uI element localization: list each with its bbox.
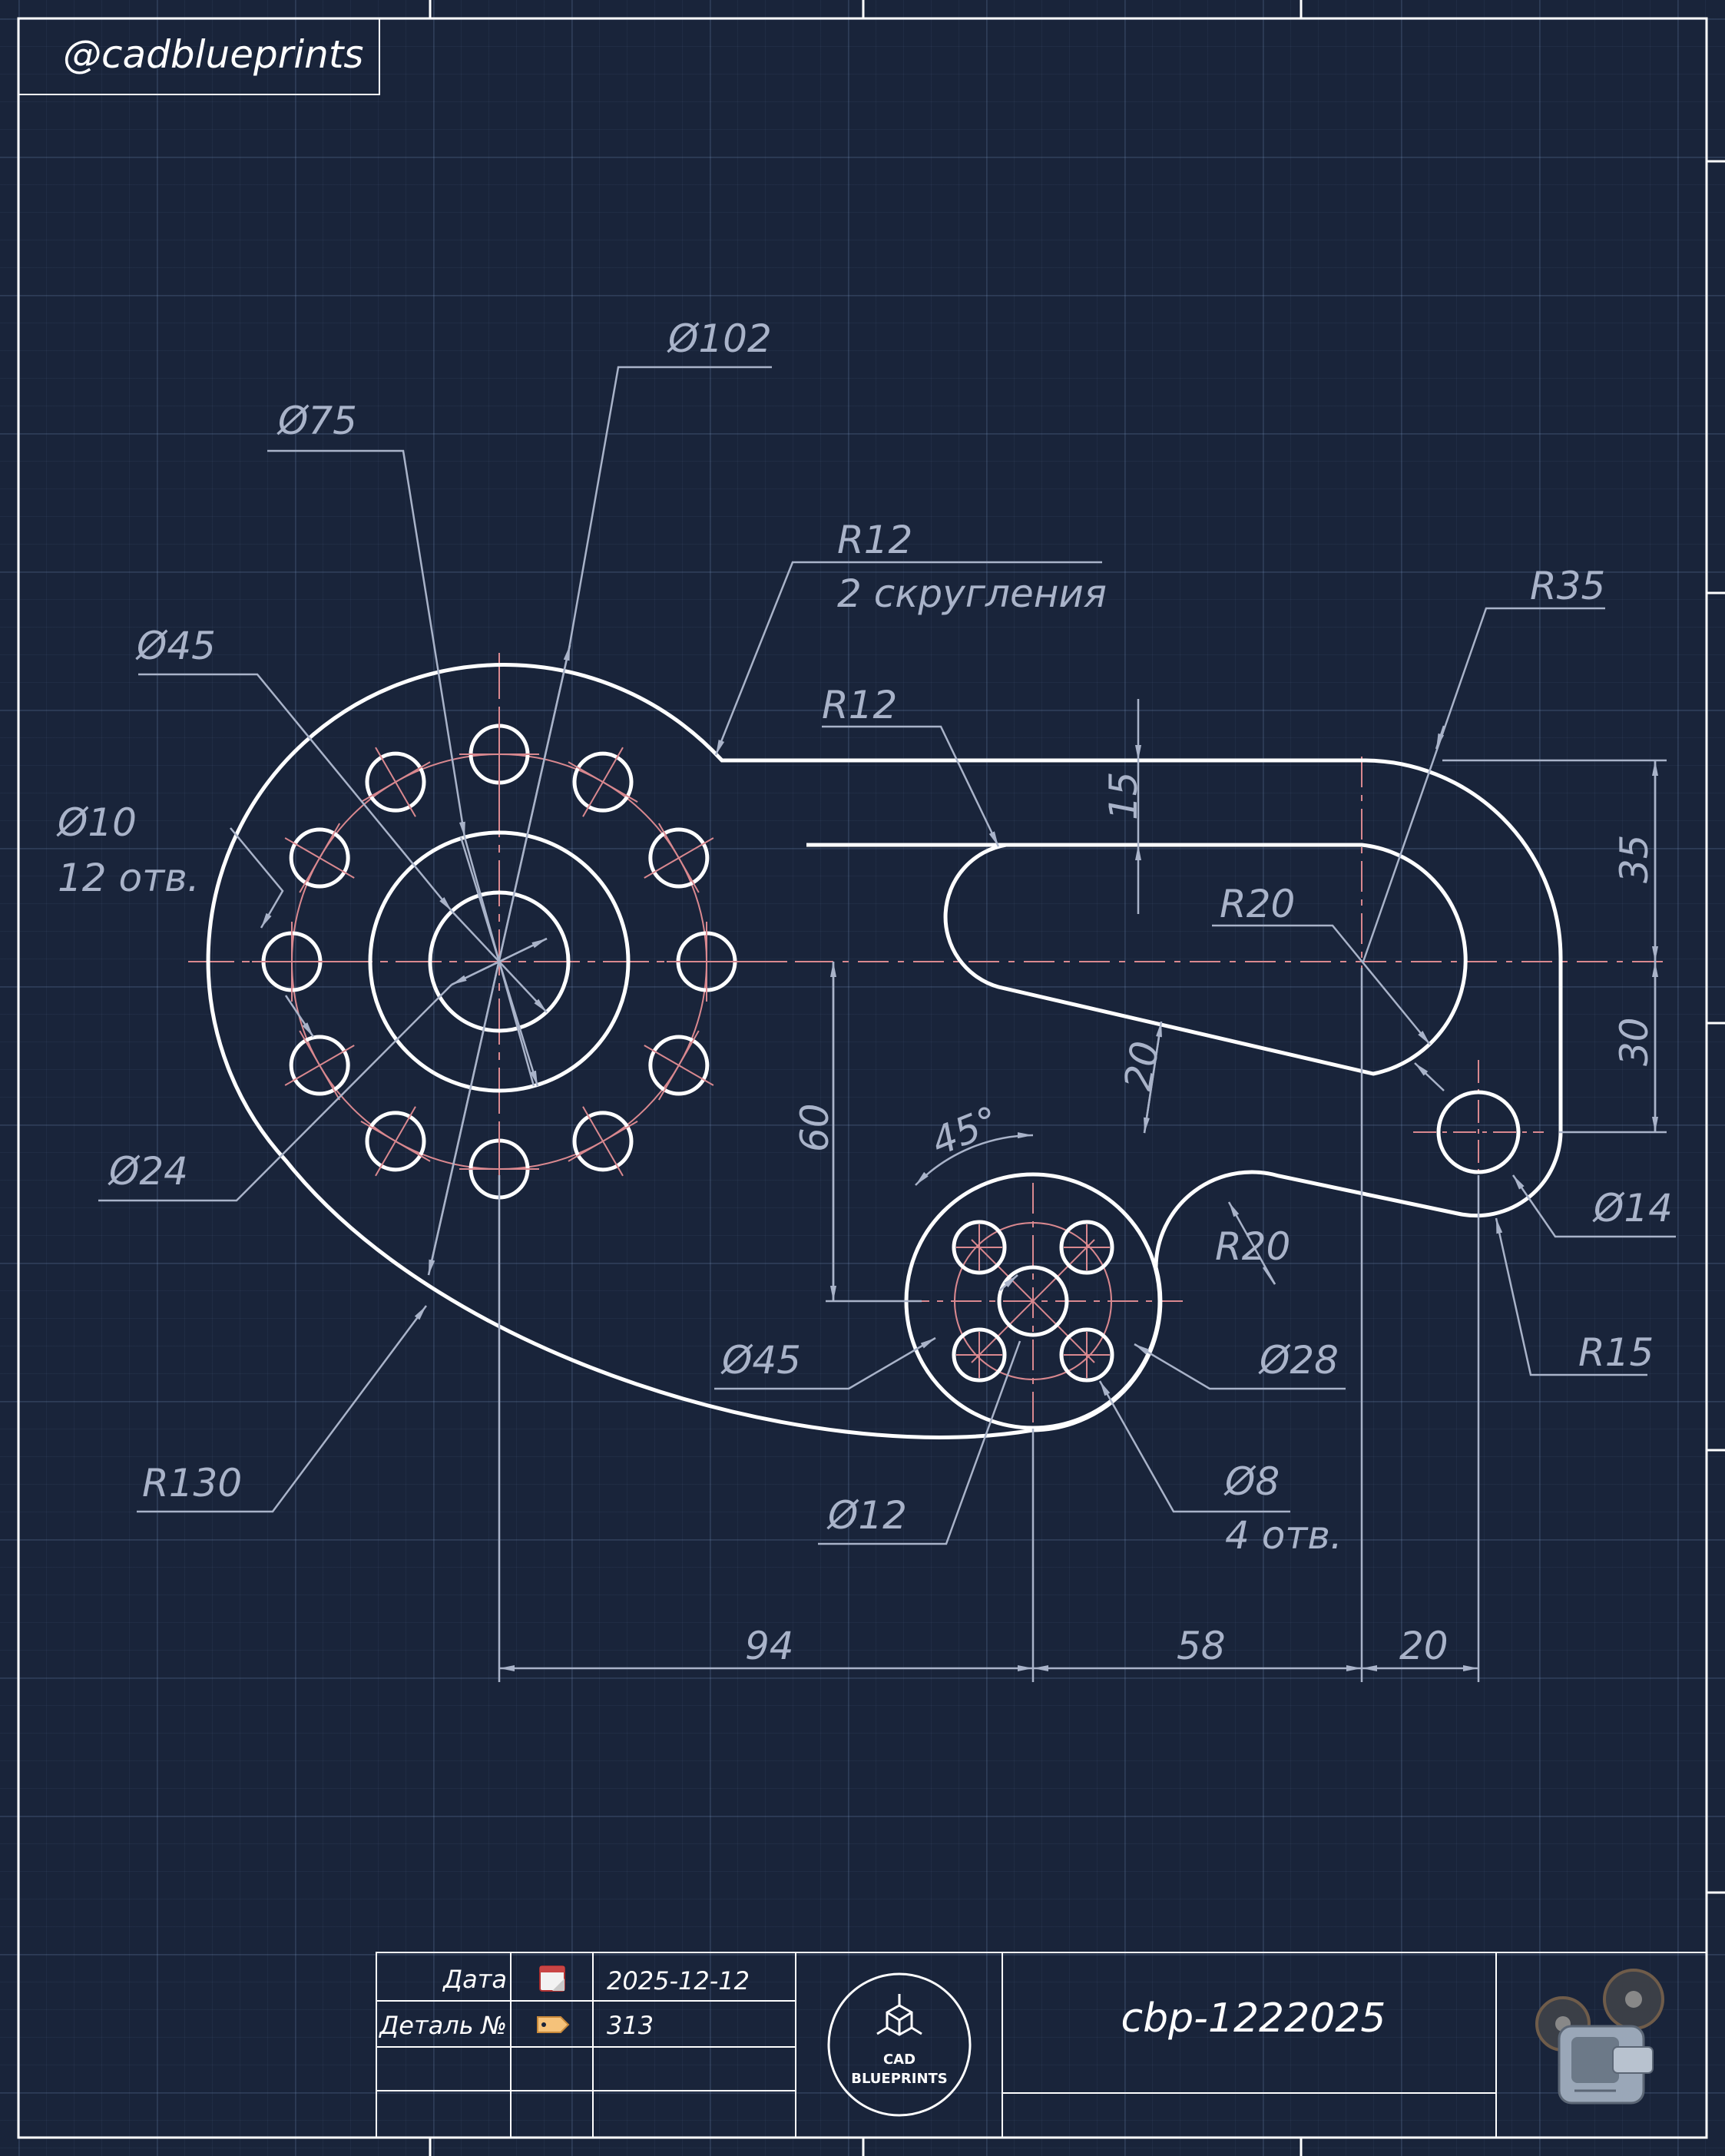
dim-d24: Ø24 [108,1149,188,1194]
dim-r35: R35 [1530,564,1605,608]
dim-r130: R130 [142,1461,242,1505]
dim-35: 35 [1612,834,1657,883]
dim-58: 58 [1177,1624,1226,1668]
dim-r12-fillets-note: 2 скругления [837,571,1107,616]
dim-d45-small: Ø45 [720,1338,801,1383]
date-value: 2025-12-12 [607,1966,750,1995]
drawing-code: cbp-1222025 [1121,1995,1386,2042]
dim-d14: Ø14 [1592,1186,1673,1230]
bolt-hole-centermark [582,747,624,817]
dim-15: 15 [1101,771,1146,820]
bolt-hole [648,1035,710,1096]
dim-60: 60 [793,1103,837,1152]
part-outline [206,663,1563,1439]
date-label: Дата [442,1965,507,1994]
part-number-value: 313 [607,2011,654,2040]
small-hub-hole-crosses [956,1224,1110,1378]
logo-line-2: BLUEPRINTS [851,2071,948,2087]
bolt-hole [365,751,426,813]
bolt-hole-centermark [375,747,416,817]
dim-d10-count: 12 отв. [58,856,200,900]
dim-20-h: 20 [1399,1624,1449,1668]
dim-r20-lower: R20 [1215,1224,1290,1269]
bolt-hole [572,1111,634,1172]
bolt-hole-centermark [582,1106,624,1177]
centerlines [188,653,1663,1444]
bolt-hole [572,751,634,813]
dim-d10: Ø10 [56,800,137,845]
dim-d45-top: Ø45 [135,624,216,668]
film-projector-icon [1535,1969,1664,2105]
dim-d8: Ø8 [1223,1459,1280,1504]
title-block: Дата 2025-12-12 Деталь № 313 CAD BLUEPRI… [376,1952,1707,2138]
dim-30: 30 [1612,1017,1657,1066]
calendar-icon [539,1966,565,1992]
bolt-hole-centermark [284,837,355,879]
dim-d12: Ø12 [826,1493,907,1538]
bolt-hole [365,1111,426,1172]
dimension-lines [98,366,1676,1682]
bolt-hole [289,1035,350,1096]
dim-r12-slot: R12 [822,683,897,727]
main-hub [368,830,631,1093]
sheet-frame [17,0,1725,2156]
cad-blueprints-logo: CAD BLUEPRINTS [827,1972,972,2117]
dim-94: 94 [745,1624,794,1668]
d14-hole [1436,1090,1521,1174]
dim-d75: Ø75 [276,399,357,443]
dim-r12-fillets: R12 [837,518,912,562]
dim-d28: Ø28 [1258,1338,1339,1383]
dim-r15: R15 [1578,1330,1654,1375]
logo-line-1: CAD [883,2052,915,2068]
watermark: @cadblueprints [18,18,380,95]
bolt-hole-centermark [644,1045,714,1086]
dimension-labels: Ø102 Ø75 Ø45 Ø10 12 отв. Ø24 R130 R12 2 … [56,316,1673,1668]
bolt-holes [252,714,747,1209]
dim-20-width: 20 [1116,1038,1168,1094]
dim-d102: Ø102 [667,316,772,361]
bolt-hole-centermark [284,1045,355,1086]
watermark-text: @cadblueprints [63,32,363,77]
dim-angle-45: 45° [925,1098,1005,1164]
bolt-hole [289,827,350,889]
dim-d8-count: 4 отв. [1225,1513,1343,1558]
tag-icon [537,2016,570,2033]
bolt-hole [648,827,710,889]
bolt-hole-centermark [644,837,714,879]
bolt-hole-centermark [375,1106,416,1177]
part-number-label: Деталь № [378,2011,507,2040]
dim-r20-slot: R20 [1220,882,1295,926]
